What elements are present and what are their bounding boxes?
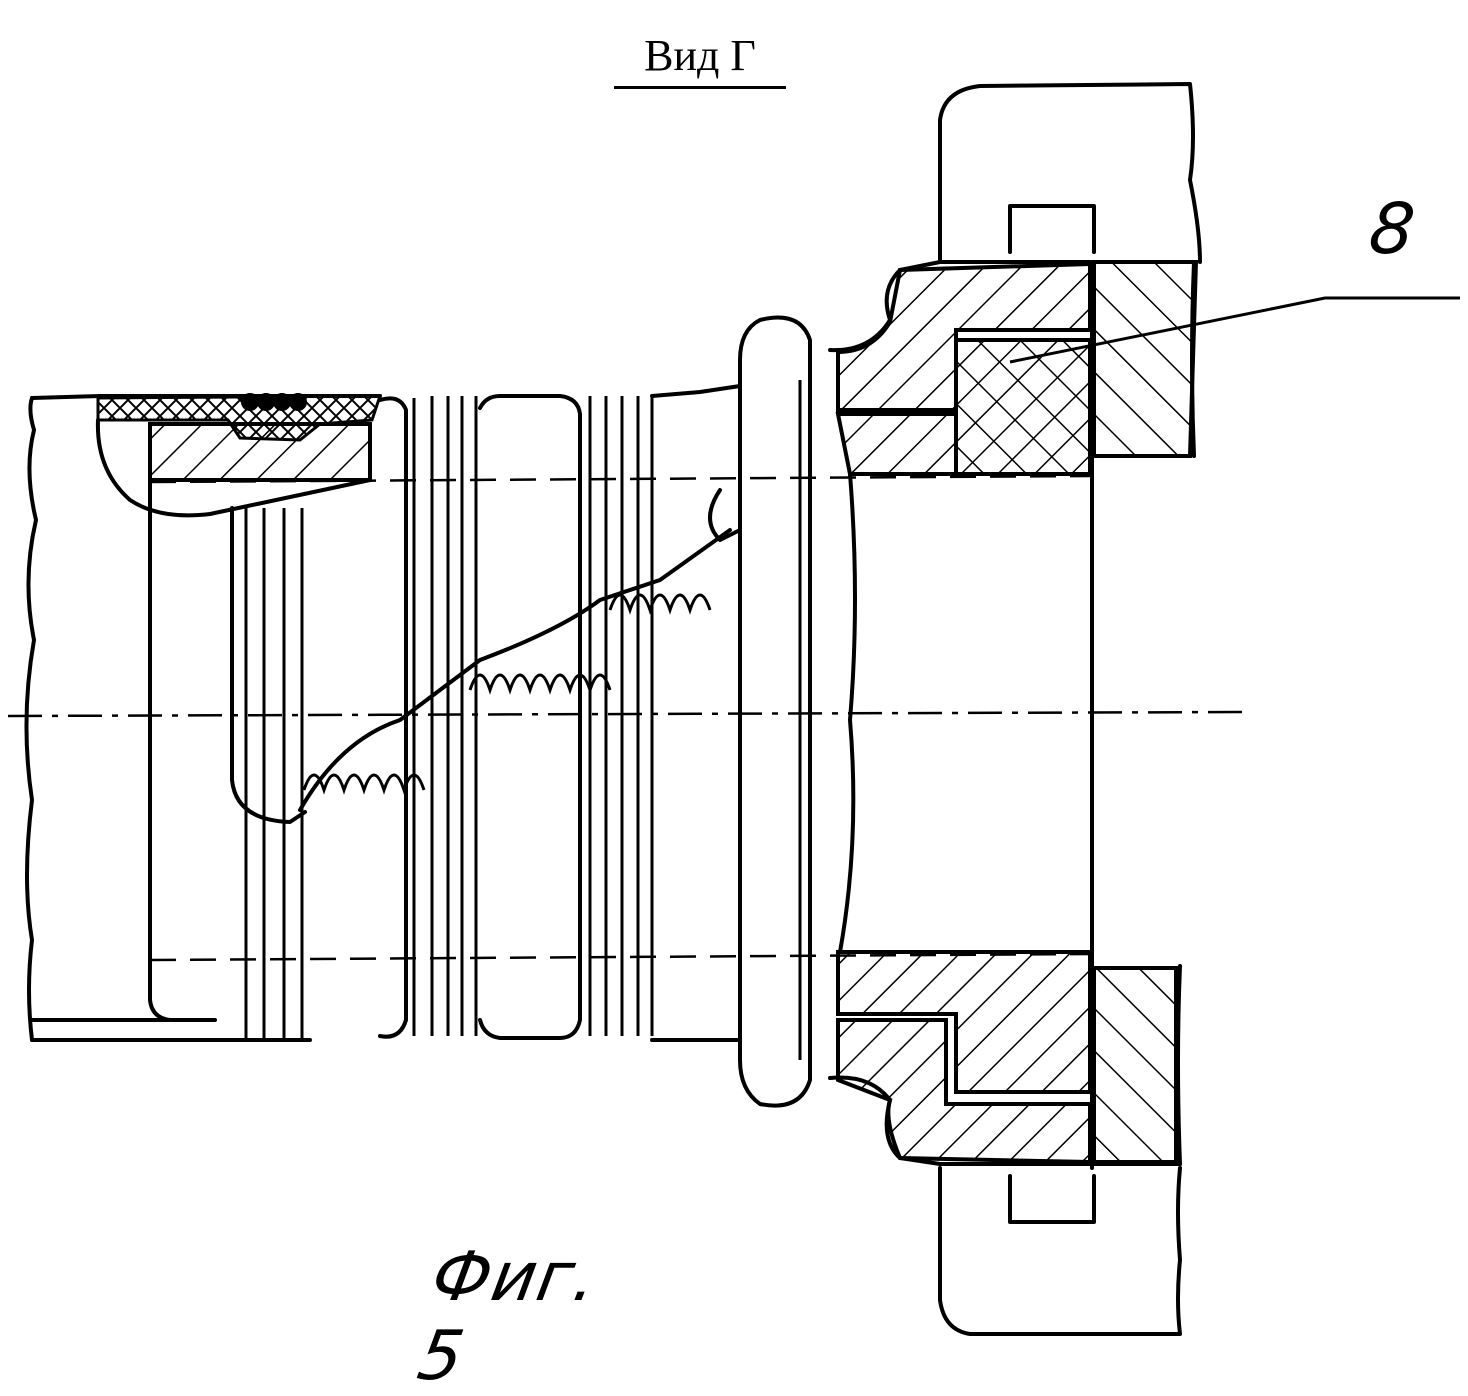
helical-spring — [300, 490, 740, 810]
centerline — [8, 712, 1250, 716]
hose-body — [26, 396, 380, 1040]
hatched-end-ring — [150, 424, 370, 480]
wire-rings-group-2 — [480, 396, 652, 1038]
technical-drawing — [0, 0, 1468, 1364]
wire-rings-group-1 — [380, 396, 476, 1037]
part-8-section — [1094, 262, 1196, 456]
